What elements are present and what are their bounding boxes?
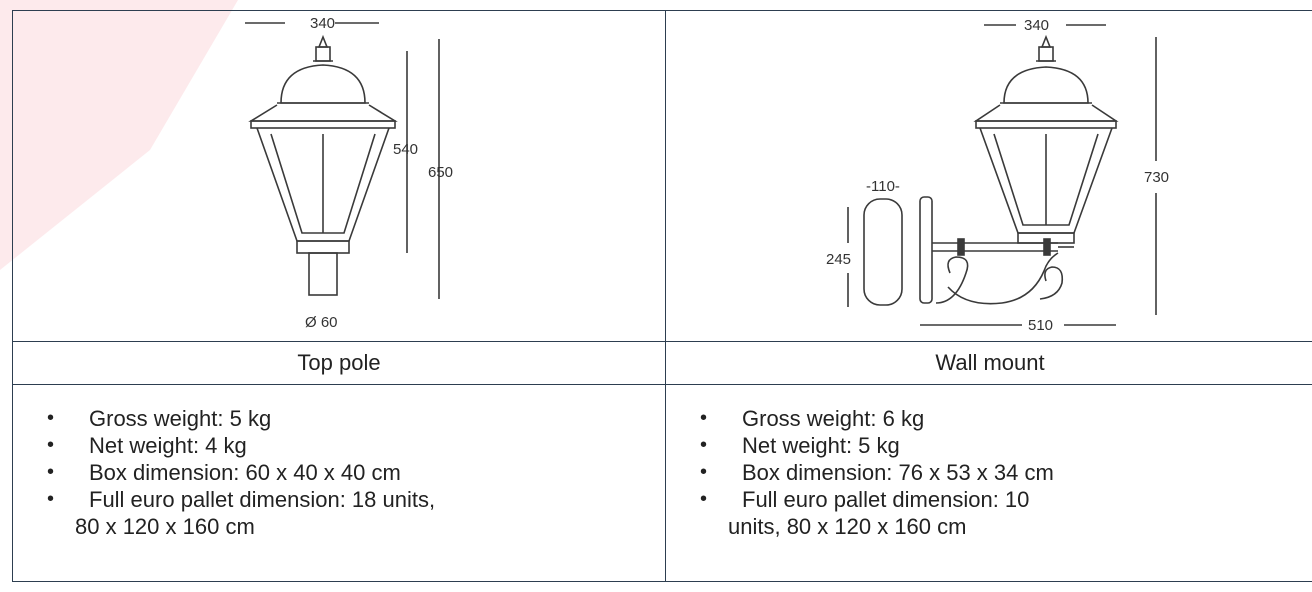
spec-text: Gross weight: 6 kg [742,406,925,431]
top-pole-diameter-label: Ø 60 [305,314,338,331]
wall-mount-drawing-cell: 340 730 -110- 245 510 [665,10,1312,342]
bullet-icon: • [47,488,55,510]
spec-item: • Net weight: 5 kg [700,432,1312,459]
top-pole-caption: Top pole [12,341,666,385]
wall-mount-specs: • Gross weight: 6 kg • Net weight: 5 kg • B… [665,384,1312,582]
bullet-icon: • [47,407,55,429]
top-pole-spec-list: • Gross weight: 5 kg • Net weight: 4 kg • B… [13,405,665,540]
spec-text: Net weight: 5 kg [742,433,900,458]
top-pole-drawing: 340 540 650 Ø 60 [245,15,453,331]
top-pole-width-label: 340 [310,15,335,32]
wall-mount-total-height-label: 730 [1144,169,1169,186]
spec-item: • Full euro pallet dimension: 18 units,80… [47,486,665,540]
specs-row: • Gross weight: 5 kg • Net weight: 4 kg • B… [12,384,1312,582]
wall-mount-caption: Wall mount [665,341,1312,385]
drawings-row: 340 540 650 Ø 60 [12,10,1312,342]
spec-item: • Gross weight: 5 kg [47,405,665,432]
wall-mount-depth-label: 510 [1028,317,1053,334]
spec-text: Box dimension: 76 x 53 x 34 cm [742,460,1054,485]
spec-item: • Net weight: 4 kg [47,432,665,459]
top-pole-specs: • Gross weight: 5 kg • Net weight: 4 kg • B… [12,384,666,582]
product-spec-table: 340 540 650 Ø 60 [12,10,1312,582]
bullet-icon: • [700,461,708,483]
top-pole-total-height-label: 650 [428,164,453,181]
spec-item: • Gross weight: 6 kg [700,405,1312,432]
bullet-icon: • [700,407,708,429]
wall-mount-spec-list: • Gross weight: 6 kg • Net weight: 5 kg • B… [666,405,1312,540]
spec-text: Full euro pallet dimension: 10 [742,487,1030,512]
bullet-icon: • [700,488,708,510]
wall-mount-width-label: 340 [1024,17,1049,34]
bullet-icon: • [47,434,55,456]
wall-mount-drawing: 340 730 -110- 245 510 [826,17,1169,334]
spec-text: Box dimension: 60 x 40 x 40 cm [89,460,401,485]
spec-item: • Box dimension: 60 x 40 x 40 cm [47,459,665,486]
top-pole-inner-height-label: 540 [393,141,418,158]
wall-mount-plate-width-label: -110- [866,178,900,195]
top-pole-drawing-cell: 340 540 650 Ø 60 [12,10,666,342]
spec-item: • Box dimension: 76 x 53 x 34 cm [700,459,1312,486]
spec-text: Net weight: 4 kg [89,433,247,458]
spec-text: Gross weight: 5 kg [89,406,272,431]
bullet-icon: • [700,434,708,456]
spec-text-continued: 80 x 120 x 160 cm [75,514,255,539]
wall-mount-plate-height-label: 245 [826,251,851,268]
spec-text: Full euro pallet dimension: 18 units, [89,487,436,512]
bullet-icon: • [47,461,55,483]
spec-text-continued: units, 80 x 120 x 160 cm [728,514,967,539]
captions-row: Top pole Wall mount [12,341,1312,385]
